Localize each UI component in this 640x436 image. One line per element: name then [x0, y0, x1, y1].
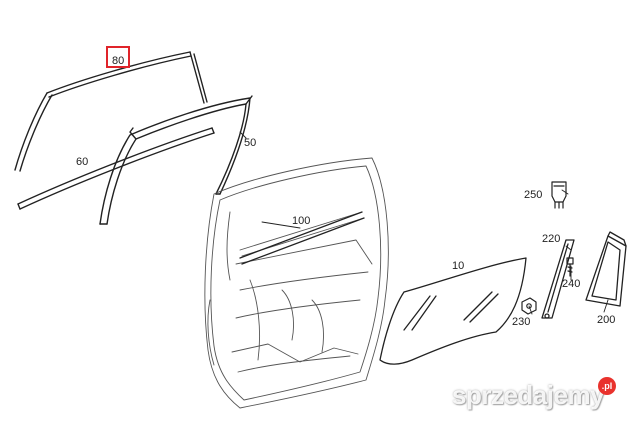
part-label-200: 200 [597, 314, 616, 326]
part-label-10: 10 [452, 260, 465, 272]
part-label-80: 80 [112, 55, 125, 67]
part-label-250: 250 [524, 189, 543, 201]
part-label-220: 220 [542, 233, 561, 245]
part-10-door-glass [379, 257, 527, 365]
watermark-domain-badge: .pl [598, 377, 616, 395]
part-60-window-seal [14, 92, 215, 210]
watermark: sprzedajemy .pl [448, 376, 624, 416]
part-100-belt-strip [239, 211, 365, 265]
leader-lines [239, 131, 609, 315]
part-50-window-frame [99, 95, 253, 225]
part-label-50: 50 [244, 137, 257, 149]
part-230-nut [521, 297, 537, 315]
part-100-door-shell [204, 157, 389, 409]
part-250-clip [551, 181, 567, 209]
highlight-frame-80 [106, 46, 130, 68]
part-label-60: 60 [76, 156, 89, 168]
part-80-frame-seal [46, 51, 208, 104]
part-label-240: 240 [562, 278, 581, 290]
part-220-trim-strip [541, 239, 575, 319]
part-200-quarter-glass [585, 231, 627, 307]
watermark-text: sprzedajemy [452, 380, 605, 410]
part-label-230: 230 [512, 316, 531, 328]
part-label-100: 100 [292, 215, 311, 227]
